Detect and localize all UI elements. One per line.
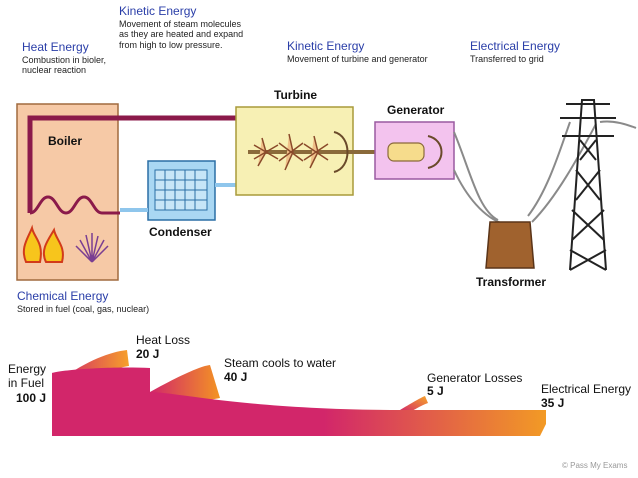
turbine-label: Turbine [274,88,318,102]
transformer-icon [485,221,535,269]
flow-main [52,367,546,436]
annotation-electrical-desc: Transferred to grid [470,54,544,64]
steam-pipe [27,115,236,213]
generator-rotor [387,142,425,162]
turbine-rotation-arrow [333,131,349,173]
annotation-electrical-title: Electrical Energy [470,39,561,53]
steam-cools-value: 40 J [224,370,248,384]
annotation-line: Stored in fuel (coal, gas, nuclear) [17,304,150,314]
annotation-line: from high to low pressure. [119,39,223,50]
sankey-input-label-line: in Fuel [8,376,45,391]
sankey-diagram [52,350,546,436]
generator-losses-label: Generator Losses [427,371,523,385]
transformer-label: Transformer [476,275,547,289]
sankey-input-label: Energy in Fuel [8,362,46,391]
annotation-line: Transferred to grid [470,54,544,64]
annotation-chemical-desc: Stored in fuel (coal, gas, nuclear) [17,304,149,314]
heat-loss-value: 20 J [136,347,160,361]
annotation-line: Combustion in bioler, [22,55,107,65]
heat-loss-label: Heat Loss [136,333,191,347]
annotation-kinetic-steam-title: Kinetic Energy [119,4,197,18]
annotation-kinetic-turbine-title: Kinetic Energy [287,39,365,53]
boiler-coil [29,195,120,215]
annotation-line: Movement of turbine and generator [287,54,428,64]
credit-text: © Pass My Exams [562,461,628,470]
annotation-kinetic-steam-desc: Movement of steam molecules as they are … [119,19,243,50]
condenser-label: Condenser [149,225,212,239]
power-cable [453,131,505,225]
turbine-blade-icon [253,133,329,171]
annotation-heat-energy-title: Heat Energy [22,40,89,54]
water-pipe [120,183,236,212]
annotation-line: Movement of steam molecules [119,19,242,29]
flame-icon [22,224,64,263]
annotation-chemical-title: Chemical Energy [17,289,109,303]
electrical-energy-value: 35 J [541,396,565,410]
flow-generator-losses [400,396,428,412]
transmission-tower-icon [560,99,616,271]
sankey-input-value: 100 J [16,391,47,405]
electrical-energy-label: Electrical Energy [541,382,632,396]
annotation-heat-energy-desc: Combustion in bioler, nuclear reaction [22,55,106,76]
generator-label: Generator [387,103,445,117]
grid-cable [527,120,637,223]
annotation-line: nuclear reaction [22,65,87,76]
steam-cools-label: Steam cools to water [224,356,337,370]
condenser-grid [154,169,208,211]
generator-rotation-arrow [427,135,443,169]
gas-burner-icon [75,233,109,263]
boiler-label: Boiler [48,134,83,148]
sankey-input-label-line: Energy [8,362,47,376]
annotation-kinetic-turbine-desc: Movement of turbine and generator [287,54,428,64]
annotation-line: as they are heated and expand [119,29,244,40]
generator-losses-value: 5 J [427,384,444,398]
